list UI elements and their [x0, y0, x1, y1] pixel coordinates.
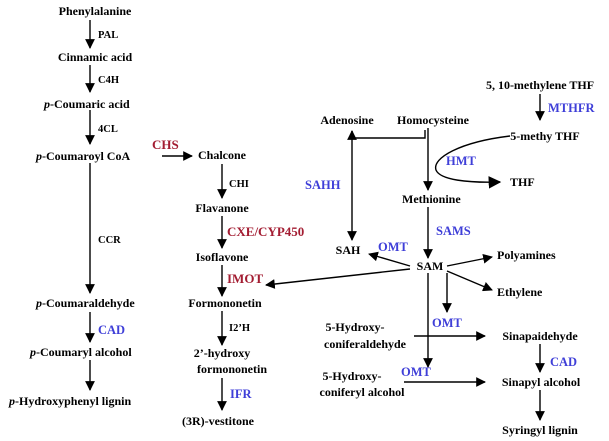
node-p-coumaric-acid-text: -Coumaric acid	[50, 97, 130, 111]
enzyme-pal: PAL	[98, 30, 118, 41]
italic-p: p	[29, 345, 36, 359]
enzyme-omt-mid: OMT	[432, 316, 463, 330]
node-phenylalanine: Phenylalanine	[59, 4, 132, 18]
enzyme-sahh: SAHH	[305, 178, 341, 192]
node-p-coumaric-acid: p-Coumaric acid	[43, 97, 130, 111]
node-isoflavone: Isoflavone	[196, 250, 249, 264]
italic-p: p	[35, 149, 42, 163]
node-adenosine: Adenosine	[320, 113, 374, 127]
enzyme-i2h: I2’H	[229, 323, 250, 334]
node-sam: SAM	[417, 259, 444, 273]
node-hydroxy-coniferyl-line2: coniferyl alcohol	[320, 385, 406, 399]
node-methylene-thf: 5, 10-methylene THF	[486, 78, 594, 92]
enzyme-c4h: C4H	[98, 75, 119, 86]
node-syringyl-lignin: Syringyl lignin	[502, 423, 578, 437]
arrow-methy-thf-to-thf	[435, 135, 511, 189]
node-hydroxy-formononetin-line2: formononetin	[197, 362, 267, 376]
arrow-sam-ethylene	[446, 270, 493, 292]
node-hydroxy-coniferyl-line1: 5-Hydroxy-	[322, 369, 381, 383]
enzyme-chi: CHI	[229, 179, 249, 190]
node-p-coumaraldehyde: p-Coumaraldehyde	[35, 296, 135, 310]
enzyme-cad-right: CAD	[550, 355, 577, 369]
enzyme-imot: IMOT	[227, 271, 263, 286]
enzyme-ccr: CCR	[98, 235, 121, 246]
italic-p: p	[8, 394, 15, 408]
node-p-coumaryl-alcohol: p-Coumaryl alcohol	[29, 345, 132, 359]
enzyme-chs: CHS	[152, 137, 179, 152]
node-sinapyl-alcohol: Sinapyl alcohol	[502, 375, 581, 389]
node-hydroxy-coniferaldehyde-line1: 5-Hydroxy-	[325, 320, 384, 334]
italic-p: p	[35, 296, 42, 310]
node-chalcone: Chalcone	[198, 148, 247, 162]
italic-p: p	[43, 97, 50, 111]
node-p-coumaroyl-coa-text: -Coumaroyl CoA	[42, 149, 130, 163]
node-methionine: Methionine	[402, 192, 461, 206]
enzyme-omt-low: OMT	[401, 365, 432, 379]
node-ethylene: Ethylene	[497, 285, 543, 299]
enzyme-omt-sah: OMT	[378, 240, 409, 254]
node-thf: THF	[510, 175, 535, 189]
node-polyamines: Polyamines	[497, 248, 556, 262]
enzyme-4cl: 4CL	[98, 124, 118, 135]
arrow-sam-polyamines	[446, 253, 493, 267]
node-p-hydroxyphenyl-lignin-text: -Hydroxyphenyl lignin	[15, 394, 131, 408]
node-p-coumaraldehyde-text: -Coumaraldehyde	[42, 296, 135, 310]
arrow-sam-isoflavone	[265, 268, 411, 289]
arrow-sam-sah	[368, 251, 411, 267]
enzyme-sams: SAMS	[436, 224, 471, 238]
node-flavanone: Flavanone	[195, 201, 249, 215]
node-vestitone: (3R)-vestitone	[182, 414, 255, 428]
node-p-coumaroyl-coa: p-Coumaroyl CoA	[35, 149, 130, 163]
node-sinapaldehyde: Sinapaidehyde	[502, 329, 578, 343]
node-p-hydroxyphenyl-lignin: p-Hydroxyphenyl lignin	[8, 394, 131, 408]
node-hydroxy-formononetin-line1: 2’-hydroxy	[194, 346, 250, 360]
node-formononetin: Formononetin	[188, 296, 262, 310]
enzyme-cad-left: CAD	[98, 323, 125, 337]
node-sah: SAH	[336, 243, 361, 257]
node-hydroxy-coniferaldehyde-line2: coniferaldehyde	[324, 337, 407, 351]
node-methy-thf: 5-methy THF	[510, 129, 579, 143]
node-cinnamic-acid: Cinnamic acid	[58, 50, 133, 64]
enzyme-ifr: IFR	[230, 387, 253, 401]
enzyme-mthfr: MTHFR	[548, 101, 595, 115]
enzyme-cxe-cyp450: CXE/CYP450	[227, 224, 304, 239]
node-p-coumaryl-alcohol-text: -Coumaryl alcohol	[36, 345, 132, 359]
enzyme-hmt: HMT	[446, 154, 477, 168]
node-homocysteine: Homocysteine	[397, 113, 470, 127]
line-adenosine-homocysteine	[351, 130, 426, 139]
